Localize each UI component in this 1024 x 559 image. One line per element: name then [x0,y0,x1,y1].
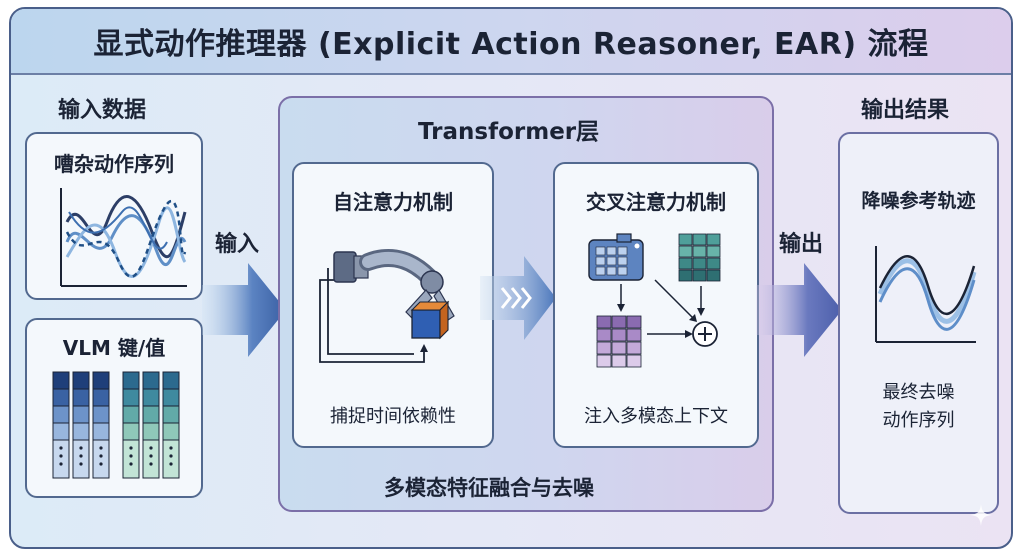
output-caption-line1: 最终去噪 [882,382,955,403]
self-attention-card: 自注意力机制 捕捉时间依赖性 [292,162,494,448]
self-attention-title: 自注意力机制 [333,190,453,214]
cross-attention-diagram [588,233,721,368]
noisy-action-chart [60,188,187,287]
inner-chevron-arrow [480,256,556,340]
input-arrow-label: 输入 [215,232,260,257]
title-bar: 显式动作推理器 (Explicit Action Reasoner, EAR) … [11,9,1011,75]
camera-grid-icon [588,233,644,281]
output-arrow [756,263,842,357]
input-arrow [202,263,286,357]
vlm-kv-card: VLM 键/值 [25,318,203,498]
output-heading: 输出结果 [861,98,950,123]
noisy-action-title: 嘈杂动作序列 [54,152,174,176]
cross-attention-card: 交叉注意力机制 [553,162,759,448]
sparkle-icon [970,504,992,526]
transformer-heading: Transformer层 [418,119,600,145]
output-arrow-label: 输出 [779,232,824,257]
teal-grid-icon [678,233,721,282]
purple-matrix-icon [596,315,642,368]
page-title: 显式动作推理器 (Explicit Action Reasoner, EAR) … [93,27,929,62]
self-attention-caption: 捕捉时间依赖性 [330,406,456,427]
input-heading: 输入数据 [58,98,147,123]
output-panel: 降噪参考轨迹 最终去噪 动作序列 [838,132,999,514]
key-columns [52,371,110,479]
transformer-footer: 多模态特征融合与去噪 [384,476,594,500]
cross-attention-title: 交叉注意力机制 [586,190,726,214]
vlm-kv-matrix-icon [52,371,180,479]
denoised-trajectory-chart [875,246,977,343]
plus-circle-icon [692,321,718,347]
vlm-kv-title: VLM 键/值 [62,336,166,360]
noisy-action-card: 嘈杂动作序列 [25,132,203,300]
value-columns [122,371,180,479]
output-caption-line2: 动作序列 [882,410,955,431]
output-card-title: 降噪参考轨迹 [861,190,976,212]
cross-attention-caption: 注入多模态上下文 [584,406,728,427]
robot-arm-icon [319,249,455,363]
